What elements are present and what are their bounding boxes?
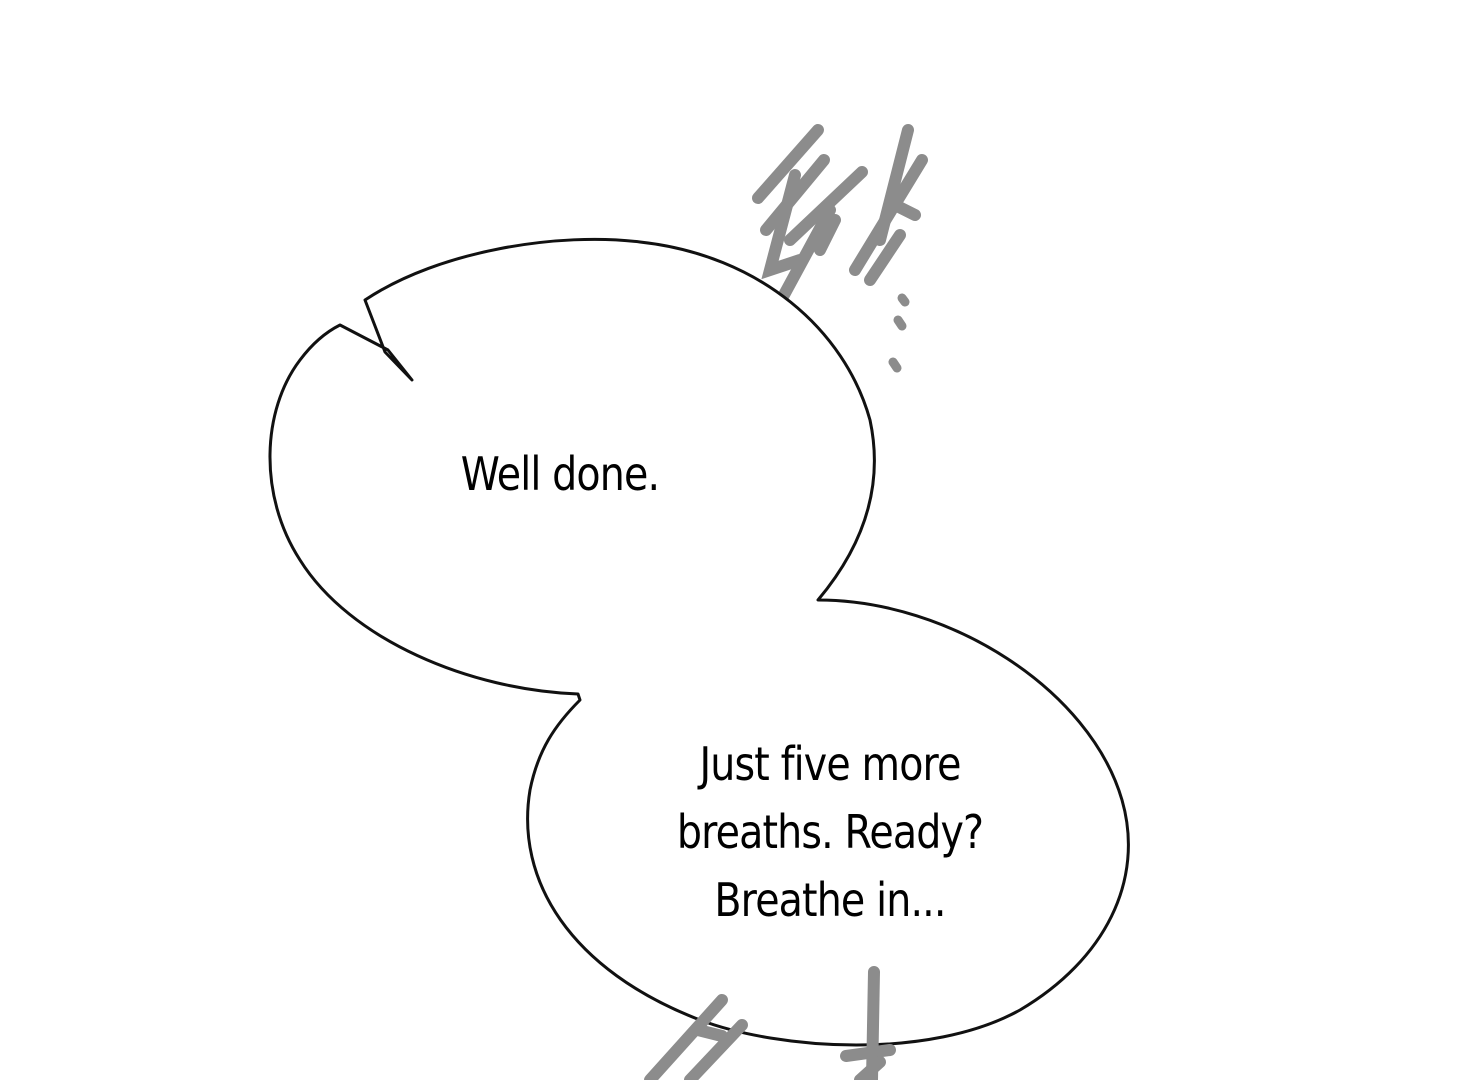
sfx-bottom	[644, 966, 896, 1080]
speech-bubble	[268, 237, 1130, 1047]
bubble-bottom-line-1: Just five more	[699, 737, 961, 791]
bubble-top-line: Well done.	[460, 447, 660, 501]
bubble-bottom-text: Just five more breaths. Ready? Breathe i…	[667, 730, 994, 934]
bubble-bottom-line-3: Breathe in...	[714, 873, 946, 927]
bubble-bottom-line-2: breaths. Ready?	[676, 805, 984, 859]
bubble-top-text: Well done.	[457, 444, 663, 504]
